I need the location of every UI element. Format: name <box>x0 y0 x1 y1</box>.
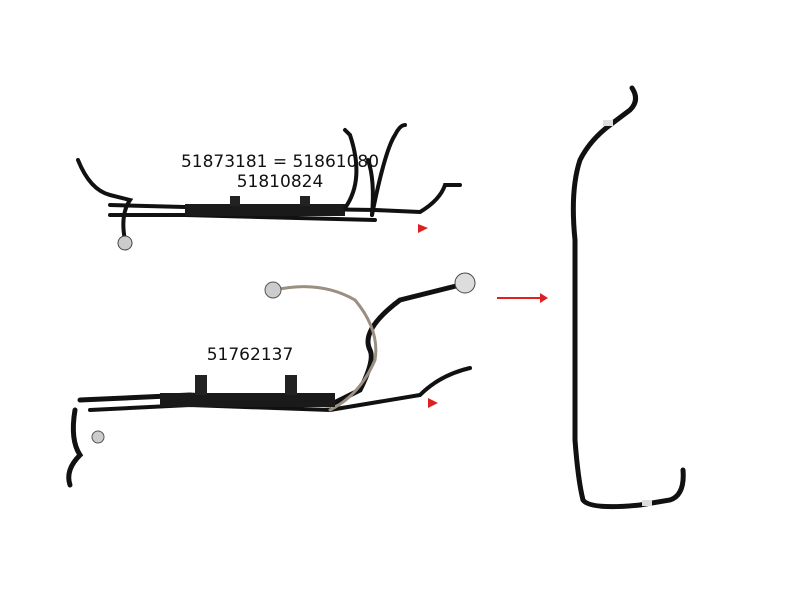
hose-clamp-bottom <box>642 500 652 506</box>
bottom-hose-assembly <box>66 282 472 488</box>
top-hose-assembly <box>76 123 462 242</box>
bottom-connector-left <box>264 281 282 299</box>
right-arrow <box>497 293 548 303</box>
top-part-numbers: 51873181 = 51861080 51810824 <box>175 152 385 192</box>
bottom-connector-small <box>91 430 105 444</box>
top-red-marker <box>418 224 428 233</box>
single-hose <box>570 85 686 510</box>
hose-clamp-top <box>603 120 613 126</box>
bottom-red-marker <box>428 398 438 408</box>
bottom-connector-right <box>454 272 476 294</box>
top-connector <box>117 235 133 251</box>
top-part-number-alt: 51810824 <box>236 172 324 192</box>
bottom-part-number: 51762137 <box>206 345 294 365</box>
top-part-number: 51873181 = 51861080 <box>180 152 380 172</box>
